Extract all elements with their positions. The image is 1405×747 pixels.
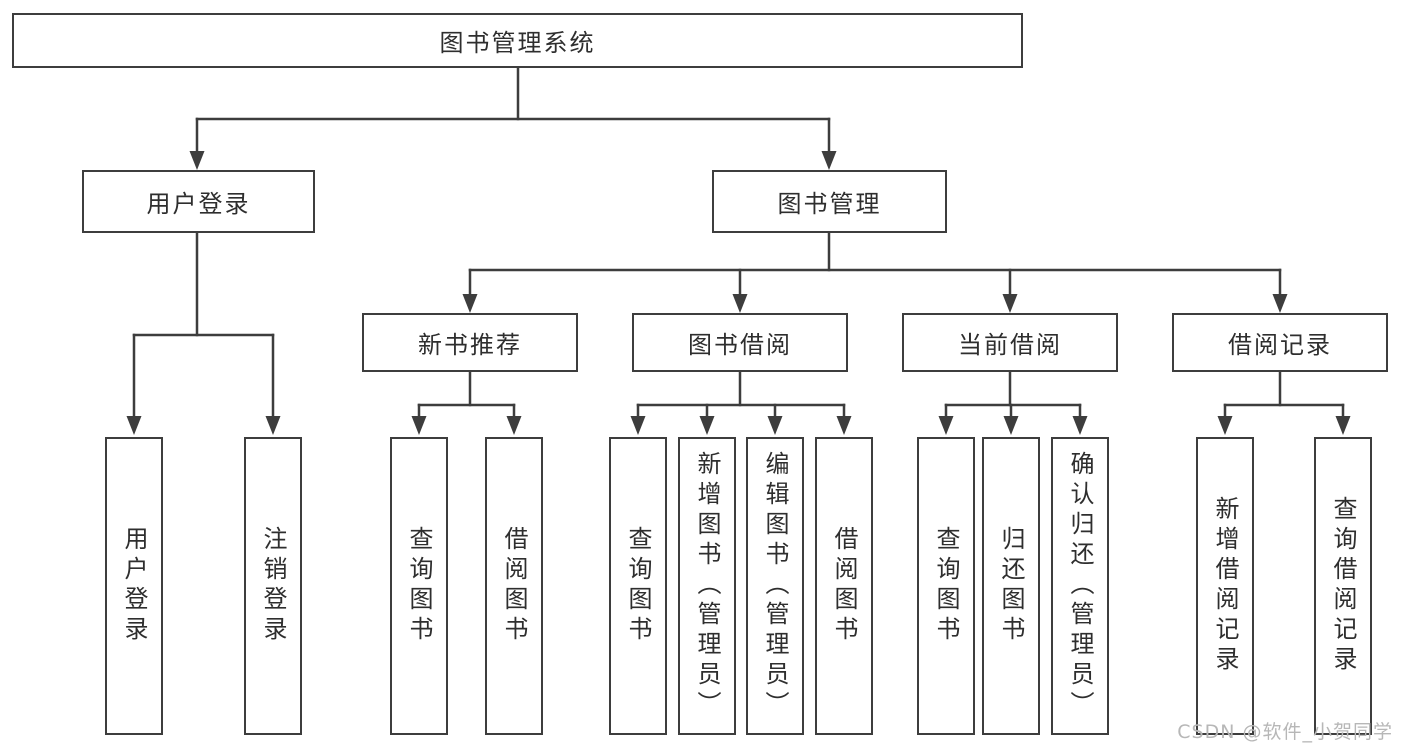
node-user-login-branch: 用户登录 [82, 170, 315, 233]
leaf-confirm-return-admin: 确认归还（管理员） [1051, 437, 1109, 735]
leaf-query-books-borrowing: 查询图书 [609, 437, 667, 735]
leaf-logout: 注销登录 [244, 437, 302, 735]
node-borrowing-records: 借阅记录 [1172, 313, 1388, 372]
leaf-user-login: 用户登录 [105, 437, 163, 735]
leaf-borrow-books-borrowing: 借阅图书 [815, 437, 873, 735]
leaf-add-books-admin: 新增图书（管理员） [678, 437, 736, 735]
node-book-management: 图书管理 [712, 170, 947, 233]
leaf-add-borrow-record: 新增借阅记录 [1196, 437, 1254, 735]
leaf-query-borrow-record: 查询借阅记录 [1314, 437, 1372, 735]
node-new-book-recommendation: 新书推荐 [362, 313, 578, 372]
node-library-management-system: 图书管理系统 [12, 13, 1023, 68]
leaf-edit-books-admin: 编辑图书（管理员） [746, 437, 804, 735]
leaf-borrow-books-recommendation: 借阅图书 [485, 437, 543, 735]
node-book-borrowing: 图书借阅 [632, 313, 848, 372]
watermark-csdn: CSDN @软件_小贺同学 [1177, 721, 1393, 743]
leaf-query-books-recommendation: 查询图书 [390, 437, 448, 735]
node-current-borrowing: 当前借阅 [902, 313, 1118, 372]
leaf-query-books-current: 查询图书 [917, 437, 975, 735]
leaf-return-books: 归还图书 [982, 437, 1040, 735]
